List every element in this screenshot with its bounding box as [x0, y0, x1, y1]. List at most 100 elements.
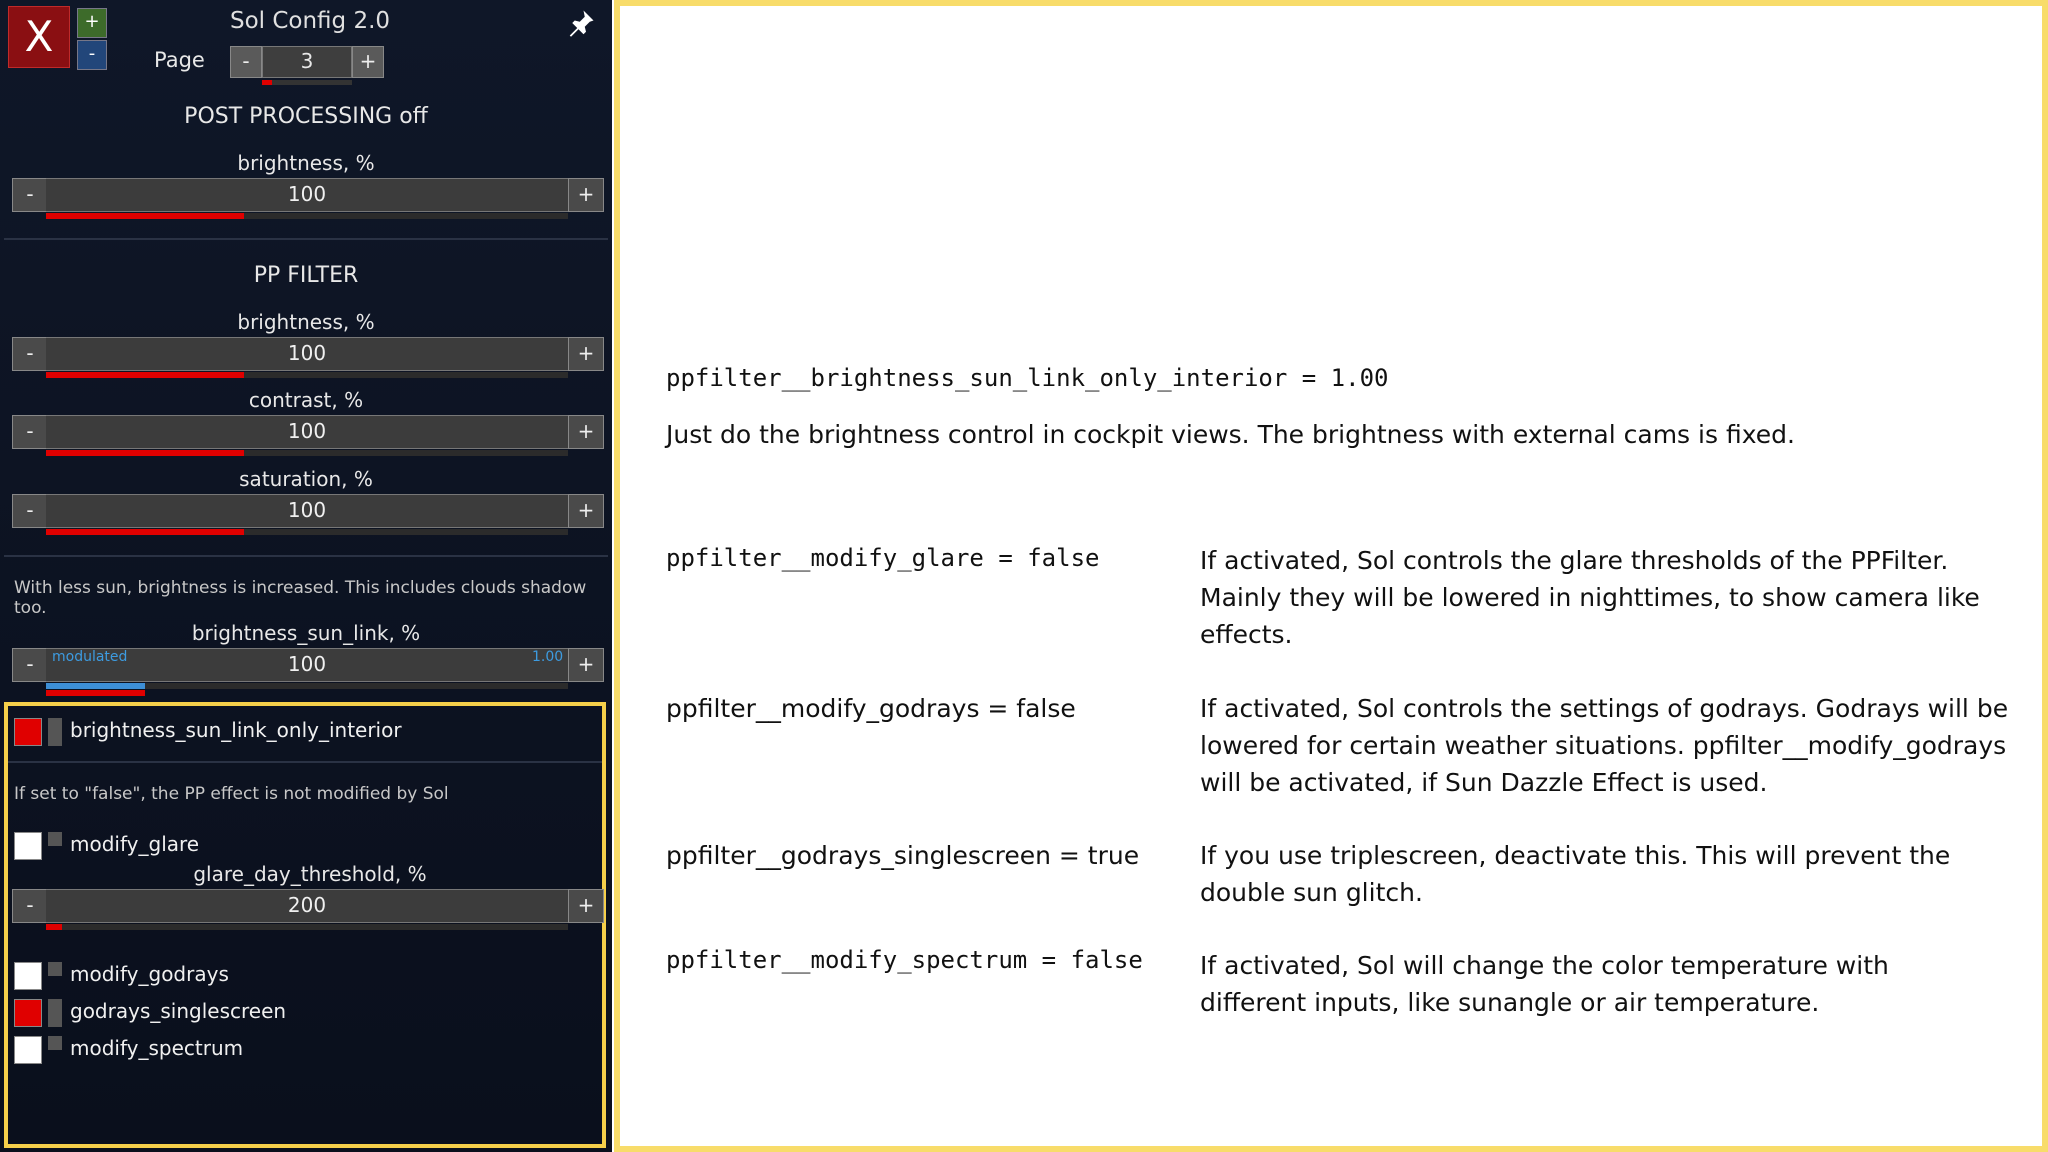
glare-threshold-minus[interactable]: - [12, 889, 48, 923]
page-label: Page [154, 48, 205, 72]
glare-threshold-value: 200 [287, 893, 327, 917]
godrays-singlescreen-label: godrays_singlescreen [70, 999, 287, 1023]
page-bar-fill [262, 80, 272, 85]
option-modify-spectrum[interactable]: modify_spectrum [14, 1034, 594, 1066]
pp-brightness-value: 100 [287, 182, 327, 206]
ppf-contrast-bar [46, 450, 568, 456]
ppf-contrast-bar-fill [46, 450, 244, 456]
glare-threshold-bar [46, 924, 568, 930]
ppf-brightness-track[interactable] [46, 337, 568, 371]
pp-brightness-track[interactable] [46, 178, 568, 212]
checkbox-handle [48, 962, 62, 976]
godrays-singlescreen-checkbox[interactable] [14, 999, 42, 1027]
ppf-contrast-label: contrast, % [248, 388, 364, 412]
modify-glare-label: modify_glare [70, 832, 200, 856]
ppf-brightness-minus[interactable]: - [12, 337, 48, 371]
pp-brightness-slider: - 100 + [12, 178, 604, 222]
sun-link-value: 100 [287, 652, 327, 676]
documentation-panel: ppfilter__brightness_sun_link_only_inter… [614, 0, 2048, 1152]
modulated-value: 1.00 [532, 649, 564, 665]
checkbox-handle [48, 718, 62, 746]
window-title: Sol Config 2.0 [229, 8, 391, 34]
entry5-code: ppfilter__modify_spectrum = false [666, 946, 1143, 974]
page-bar [262, 80, 352, 85]
entry3-description: If activated, Sol controls the settings … [1200, 694, 2009, 797]
ppf-contrast-slider: - 100 + [12, 415, 604, 459]
ppf-contrast-value: 100 [287, 419, 327, 443]
ppf-saturation-minus[interactable]: - [12, 494, 48, 528]
sun-link-interior-checkbox[interactable] [14, 718, 42, 746]
sun-link-plus[interactable]: + [568, 648, 604, 682]
pp-brightness-bar-fill [46, 213, 244, 219]
highlighted-options-panel: brightness_sun_link_only_interior If set… [4, 702, 606, 1148]
page-increment-button[interactable]: + [352, 46, 384, 78]
pp-brightness-label: brightness, % [237, 151, 375, 175]
modify-godrays-checkbox[interactable] [14, 962, 42, 990]
ppf-contrast-minus[interactable]: - [12, 415, 48, 449]
ppf-saturation-label: saturation, % [239, 467, 373, 491]
checkbox-handle [48, 999, 62, 1027]
option-modify-godrays[interactable]: modify_godrays [14, 960, 594, 992]
sun-link-bar-fill [46, 683, 145, 689]
ppf-saturation-bar [46, 529, 568, 535]
modulated-label: modulated [52, 649, 128, 665]
ppf-brightness-value: 100 [287, 341, 327, 365]
pp-filter-title: PP FILTER [253, 263, 359, 288]
divider [8, 761, 602, 763]
ppf-brightness-bar [46, 372, 568, 378]
sun-link-bar [46, 683, 568, 689]
checkbox-handle [48, 1036, 62, 1050]
entry3-code: ppfilter__modify_godrays = false [666, 694, 1076, 723]
ppf-contrast-plus[interactable]: + [568, 415, 604, 449]
ppf-saturation-plus[interactable]: + [568, 494, 604, 528]
modify-godrays-label: modify_godrays [70, 962, 229, 986]
ppf-brightness-label: brightness, % [237, 310, 375, 334]
modify-spectrum-label: modify_spectrum [70, 1036, 244, 1060]
sun-link-track[interactable] [46, 648, 568, 682]
sun-link-slider: - modulated 1.00 100 + [12, 648, 604, 696]
option-modify-glare[interactable]: modify_glare [14, 830, 594, 862]
modify-glare-checkbox[interactable] [14, 832, 42, 860]
modify-spectrum-checkbox[interactable] [14, 1036, 42, 1064]
entry4-code: ppfilter__godrays_singlescreen = true [666, 841, 1140, 870]
close-button[interactable]: X [8, 6, 70, 68]
ppf-brightness-bar-fill [46, 372, 244, 378]
config-panel: X + - Sol Config 2.0 Page - 3 + POST PRO… [0, 0, 612, 1152]
page-decrement-button[interactable]: - [230, 46, 262, 78]
ppf-saturation-slider: - 100 + [12, 494, 604, 538]
glare-threshold-track[interactable] [46, 889, 568, 923]
ppf-brightness-slider: - 100 + [12, 337, 604, 381]
glare-threshold-plus[interactable]: + [568, 889, 604, 923]
option-sun-link-interior[interactable]: brightness_sun_link_only_interior [14, 716, 594, 748]
divider [4, 238, 608, 240]
ppf-saturation-value: 100 [287, 498, 327, 522]
ppf-saturation-track[interactable] [46, 494, 568, 528]
sun-link-bar-fill-red [46, 690, 145, 696]
page-value[interactable]: 3 [262, 46, 352, 78]
option-godrays-singlescreen[interactable]: godrays_singlescreen [14, 997, 594, 1029]
post-processing-title: POST PROCESSING off [184, 104, 428, 129]
sol-note: If set to "false", the PP effect is not … [14, 784, 449, 804]
entry1-description: Just do the brightness control in cockpi… [666, 420, 1795, 449]
ppf-contrast-track[interactable] [46, 415, 568, 449]
pp-brightness-plus[interactable]: + [568, 178, 604, 212]
add-button[interactable]: + [77, 8, 107, 38]
sun-link-minus[interactable]: - [12, 648, 48, 682]
sun-link-interior-label: brightness_sun_link_only_interior [70, 718, 402, 742]
entry2-code: ppfilter__modify_glare = false [666, 544, 1100, 572]
pp-brightness-minus[interactable]: - [12, 178, 48, 212]
glare-threshold-label: glare_day_threshold, % [193, 862, 427, 886]
pin-icon[interactable] [566, 8, 596, 38]
remove-button[interactable]: - [77, 40, 107, 70]
pp-brightness-bar [46, 213, 568, 219]
sun-note: With less sun, brightness is increased. … [14, 578, 587, 618]
entry1-code: ppfilter__brightness_sun_link_only_inter… [666, 364, 1389, 392]
entry2-description: If activated, Sol controls the glare thr… [1200, 546, 1980, 649]
divider [4, 555, 608, 557]
ppf-saturation-bar-fill [46, 529, 244, 535]
entry4-description: If you use triplescreen, deactivate this… [1200, 841, 1951, 907]
glare-threshold-bar-fill [46, 924, 62, 930]
glare-threshold-slider: - 200 + [12, 889, 604, 933]
ppf-brightness-plus[interactable]: + [568, 337, 604, 371]
checkbox-handle [48, 832, 62, 846]
